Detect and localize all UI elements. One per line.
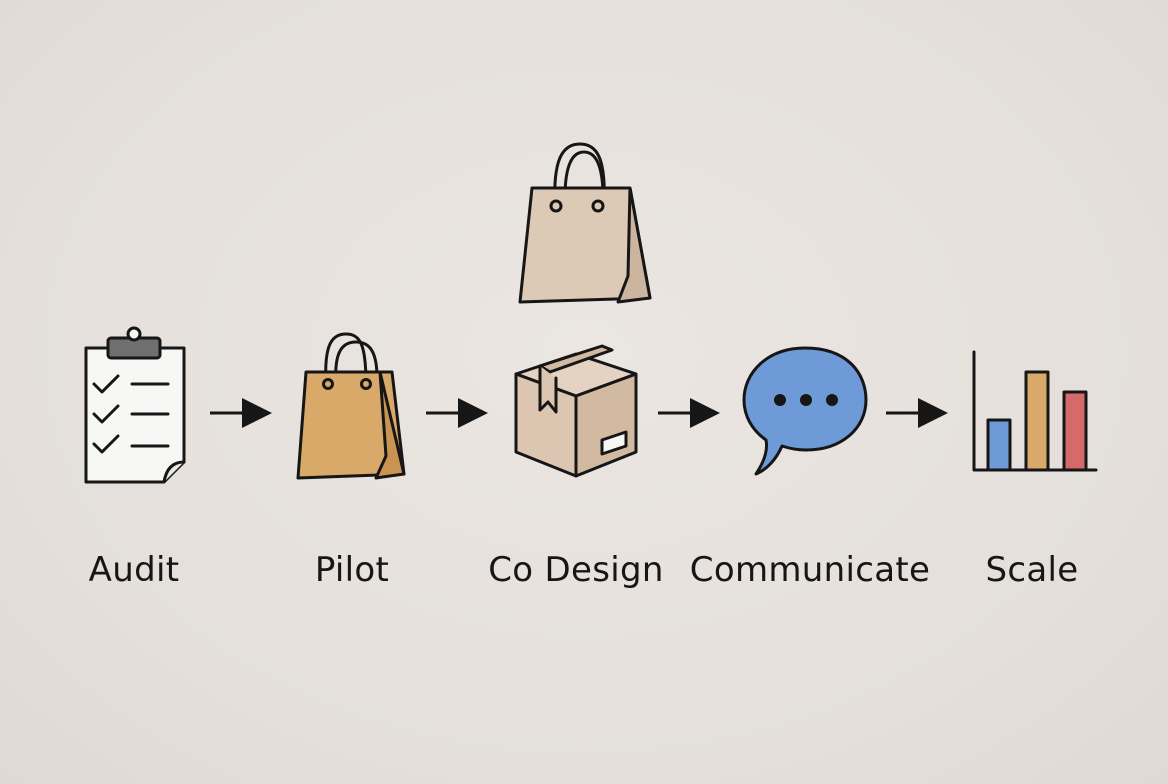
step-label-pilot: Pilot <box>314 550 390 590</box>
bar-chart-icon <box>972 350 1098 472</box>
cardboard-box-icon <box>514 344 638 478</box>
step-label-scale: Scale <box>985 550 1079 590</box>
shopping-bag-icon <box>296 332 406 480</box>
speech-bubble-icon <box>742 346 868 476</box>
step-label-co-design: Co Design <box>488 550 664 590</box>
step-label-communicate: Communicate <box>689 550 931 590</box>
floating-shopping-bag-icon <box>518 142 652 304</box>
clipboard-checklist-icon <box>84 326 186 484</box>
step-label-audit: Audit <box>88 550 180 590</box>
